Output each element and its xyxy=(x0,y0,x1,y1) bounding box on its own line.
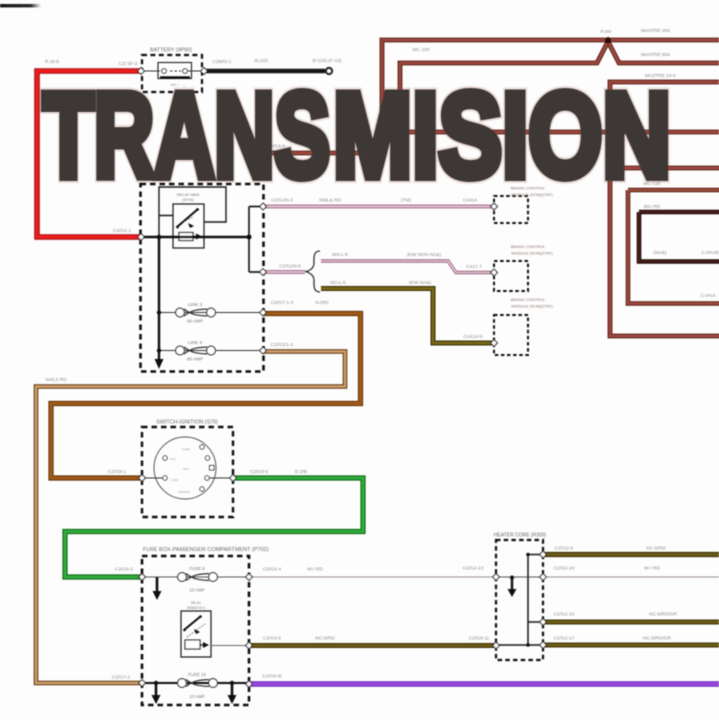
svg-text:(9T90): (9T90) xyxy=(182,198,194,202)
svg-text:C2/G2-17: C2/G2-17 xyxy=(554,636,575,642)
svg-text:W-/ RD: W-/ RD xyxy=(307,567,323,573)
svg-text:RUN: RUN xyxy=(183,467,189,471)
svg-text:W-/ RD: W-/ RD xyxy=(644,566,660,572)
svg-text:(TM): (TM) xyxy=(401,198,412,204)
svg-text:R.26.b: R.26.b xyxy=(45,59,59,65)
svg-text:C2/G2-10: C2/G2-10 xyxy=(554,612,575,618)
svg-text:RE-A1: RE-A1 xyxy=(191,601,201,605)
svg-text:BRAKE CONTROL: BRAKE CONTROL xyxy=(511,297,546,302)
svg-text:(NA&): (NA&) xyxy=(653,250,666,256)
svg-text:C2/G2-13: C2/G2-13 xyxy=(463,566,484,572)
svg-text:MISION: MISION xyxy=(333,69,671,203)
svg-text:C-0%4: C-0%4 xyxy=(701,293,716,299)
svg-text:B+(26) (F-10): B+(26) (F-10) xyxy=(313,58,342,64)
svg-text:NC-5/RD/GR: NC-5/RD/GR xyxy=(649,612,678,618)
svg-text:FU6E BOX-PA66ENGER COMPARTMENT: FU6E BOX-PA66ENGER COMPARTMENT (P702) xyxy=(143,547,269,553)
svg-text:MU3TRE 24-0: MU3TRE 24-0 xyxy=(645,73,676,79)
svg-text:C2/G9-11: C2/G9-11 xyxy=(469,636,490,642)
svg-text:10 AMP: 10 AMP xyxy=(189,588,204,593)
svg-text:MISION: MISION xyxy=(333,69,671,203)
svg-text:SWITCH-IGNITION (S79): SWITCH-IGNITION (S79) xyxy=(156,420,218,426)
svg-text:MU3TRE 684: MU3TRE 684 xyxy=(641,52,670,58)
svg-text:E-2/B: E-2/B xyxy=(295,469,307,475)
svg-text:W4-L-5: W4-L-5 xyxy=(332,252,348,258)
svg-text:HEATER CORE (R309): HEATER CORE (R309) xyxy=(494,533,547,539)
svg-text:N-/RD: N-/RD xyxy=(315,300,329,306)
svg-text:LINK 3: LINK 3 xyxy=(188,302,202,307)
svg-text:N4/L5 RD: N4/L5 RD xyxy=(45,377,67,383)
svg-text:BRAKE CONTROL: BRAKE CONTROL xyxy=(511,244,546,249)
svg-text:MU3TRE 484: MU3TRE 484 xyxy=(641,28,670,34)
svg-text:BRAKE CONTROL: BRAKE CONTROL xyxy=(511,186,546,191)
svg-text:C2M/S-1: C2M/S-1 xyxy=(213,59,232,65)
svg-text:C2/G2-1: C2/G2-1 xyxy=(113,228,131,234)
svg-text:PJ40: PJ40 xyxy=(601,29,612,35)
svg-text:C2/ SF-2: C2/ SF-2 xyxy=(118,61,138,67)
svg-text:MODULE (9CM)(2TAT): MODULE (9CM)(2TAT) xyxy=(511,304,553,309)
svg-text:FUSE 6: FUSE 6 xyxy=(189,566,205,571)
svg-text:(KW NA&): (KW NA&) xyxy=(409,280,432,286)
svg-text:C2/G2N-3: C2/G2N-3 xyxy=(271,198,293,204)
svg-text:C2/G2-16: C2/G2-16 xyxy=(554,566,575,572)
svg-text:(KW NON NA&): (KW NON NA&) xyxy=(407,252,442,258)
svg-text:C4414: C4414 xyxy=(463,198,477,204)
svg-text:C2/G9-6: C2/G9-6 xyxy=(250,469,268,475)
svg-text:MODULE (9CM)(2TAT): MODULE (9CM)(2TAT) xyxy=(511,192,553,197)
svg-text:NC-5/RD: NC-5/RD xyxy=(315,636,335,642)
svg-text:C2/G4-5: C2/G4-5 xyxy=(267,144,285,150)
svg-text:80 AMP: 80 AMP xyxy=(187,357,203,362)
svg-text:(9E66N 91?): (9E66N 91?) xyxy=(187,606,205,610)
svg-text:RELAY MINI: RELAY MINI xyxy=(177,192,199,197)
svg-text:BAT +: BAT + xyxy=(171,83,180,87)
svg-text:FUSE 16: FUSE 16 xyxy=(188,672,206,677)
svg-text:MODULE (9CM)(2TAT): MODULE (9CM)(2TAT) xyxy=(511,251,553,256)
svg-text:C417-7: C417-7 xyxy=(466,264,482,270)
svg-text:C-0%45: C-0%45 xyxy=(701,250,719,256)
svg-text:C2/G4-2: C2/G4-2 xyxy=(115,567,133,573)
svg-text:LOCK: LOCK xyxy=(171,478,179,482)
svg-text:10 AMP: 10 AMP xyxy=(189,694,204,699)
svg-text:C2/G9-1: C2/G9-1 xyxy=(108,469,126,475)
svg-text:NC-5/RD/GR: NC-5/RD/GR xyxy=(643,636,672,642)
svg-text:C2/G7-2: C2/G7-2 xyxy=(112,675,130,681)
svg-text:MC 130: MC 130 xyxy=(413,47,430,53)
svg-text:B/U RD: B/U RD xyxy=(644,204,661,210)
svg-text:C2/G2/1-2: C2/G2/1-2 xyxy=(271,342,293,348)
svg-text:C2/G4-6: C2/G4-6 xyxy=(263,636,281,642)
svg-text:C4414-N: C4414-N xyxy=(463,334,483,340)
svg-text:NC-5/RD: NC-5/RD xyxy=(646,546,666,552)
svg-text:TRANS: TRANS xyxy=(43,69,330,203)
svg-text:TRANS: TRANS xyxy=(43,69,330,203)
svg-text:C2/G6-/6: C2/G6-/6 xyxy=(262,674,282,680)
svg-text:OFF/RUN: OFF/RUN xyxy=(178,490,190,494)
svg-text:START: START xyxy=(182,448,191,452)
svg-text:MC-130: MC-130 xyxy=(643,181,660,187)
svg-text:C2/G4-4: C2/G4-4 xyxy=(263,567,281,573)
svg-text:BATTERY (9P90): BATTERY (9P90) xyxy=(150,48,192,54)
svg-text:60 AMP: 60 AMP xyxy=(187,319,203,324)
svg-text:NC-L-5: NC-L-5 xyxy=(330,280,346,286)
svg-text:C2/G2-9: C2/G2-9 xyxy=(555,546,573,552)
svg-text:ACC: ACC xyxy=(170,457,176,461)
svg-text:W&L& RD: W&L& RD xyxy=(319,198,341,204)
svg-text:C2/G7-1-3: C2/G7-1-3 xyxy=(271,300,294,306)
svg-text:SL203: SL203 xyxy=(254,58,268,64)
svg-text:C2/G2N-6: C2/G2N-6 xyxy=(279,264,301,270)
svg-text:LINK 4: LINK 4 xyxy=(188,340,202,345)
